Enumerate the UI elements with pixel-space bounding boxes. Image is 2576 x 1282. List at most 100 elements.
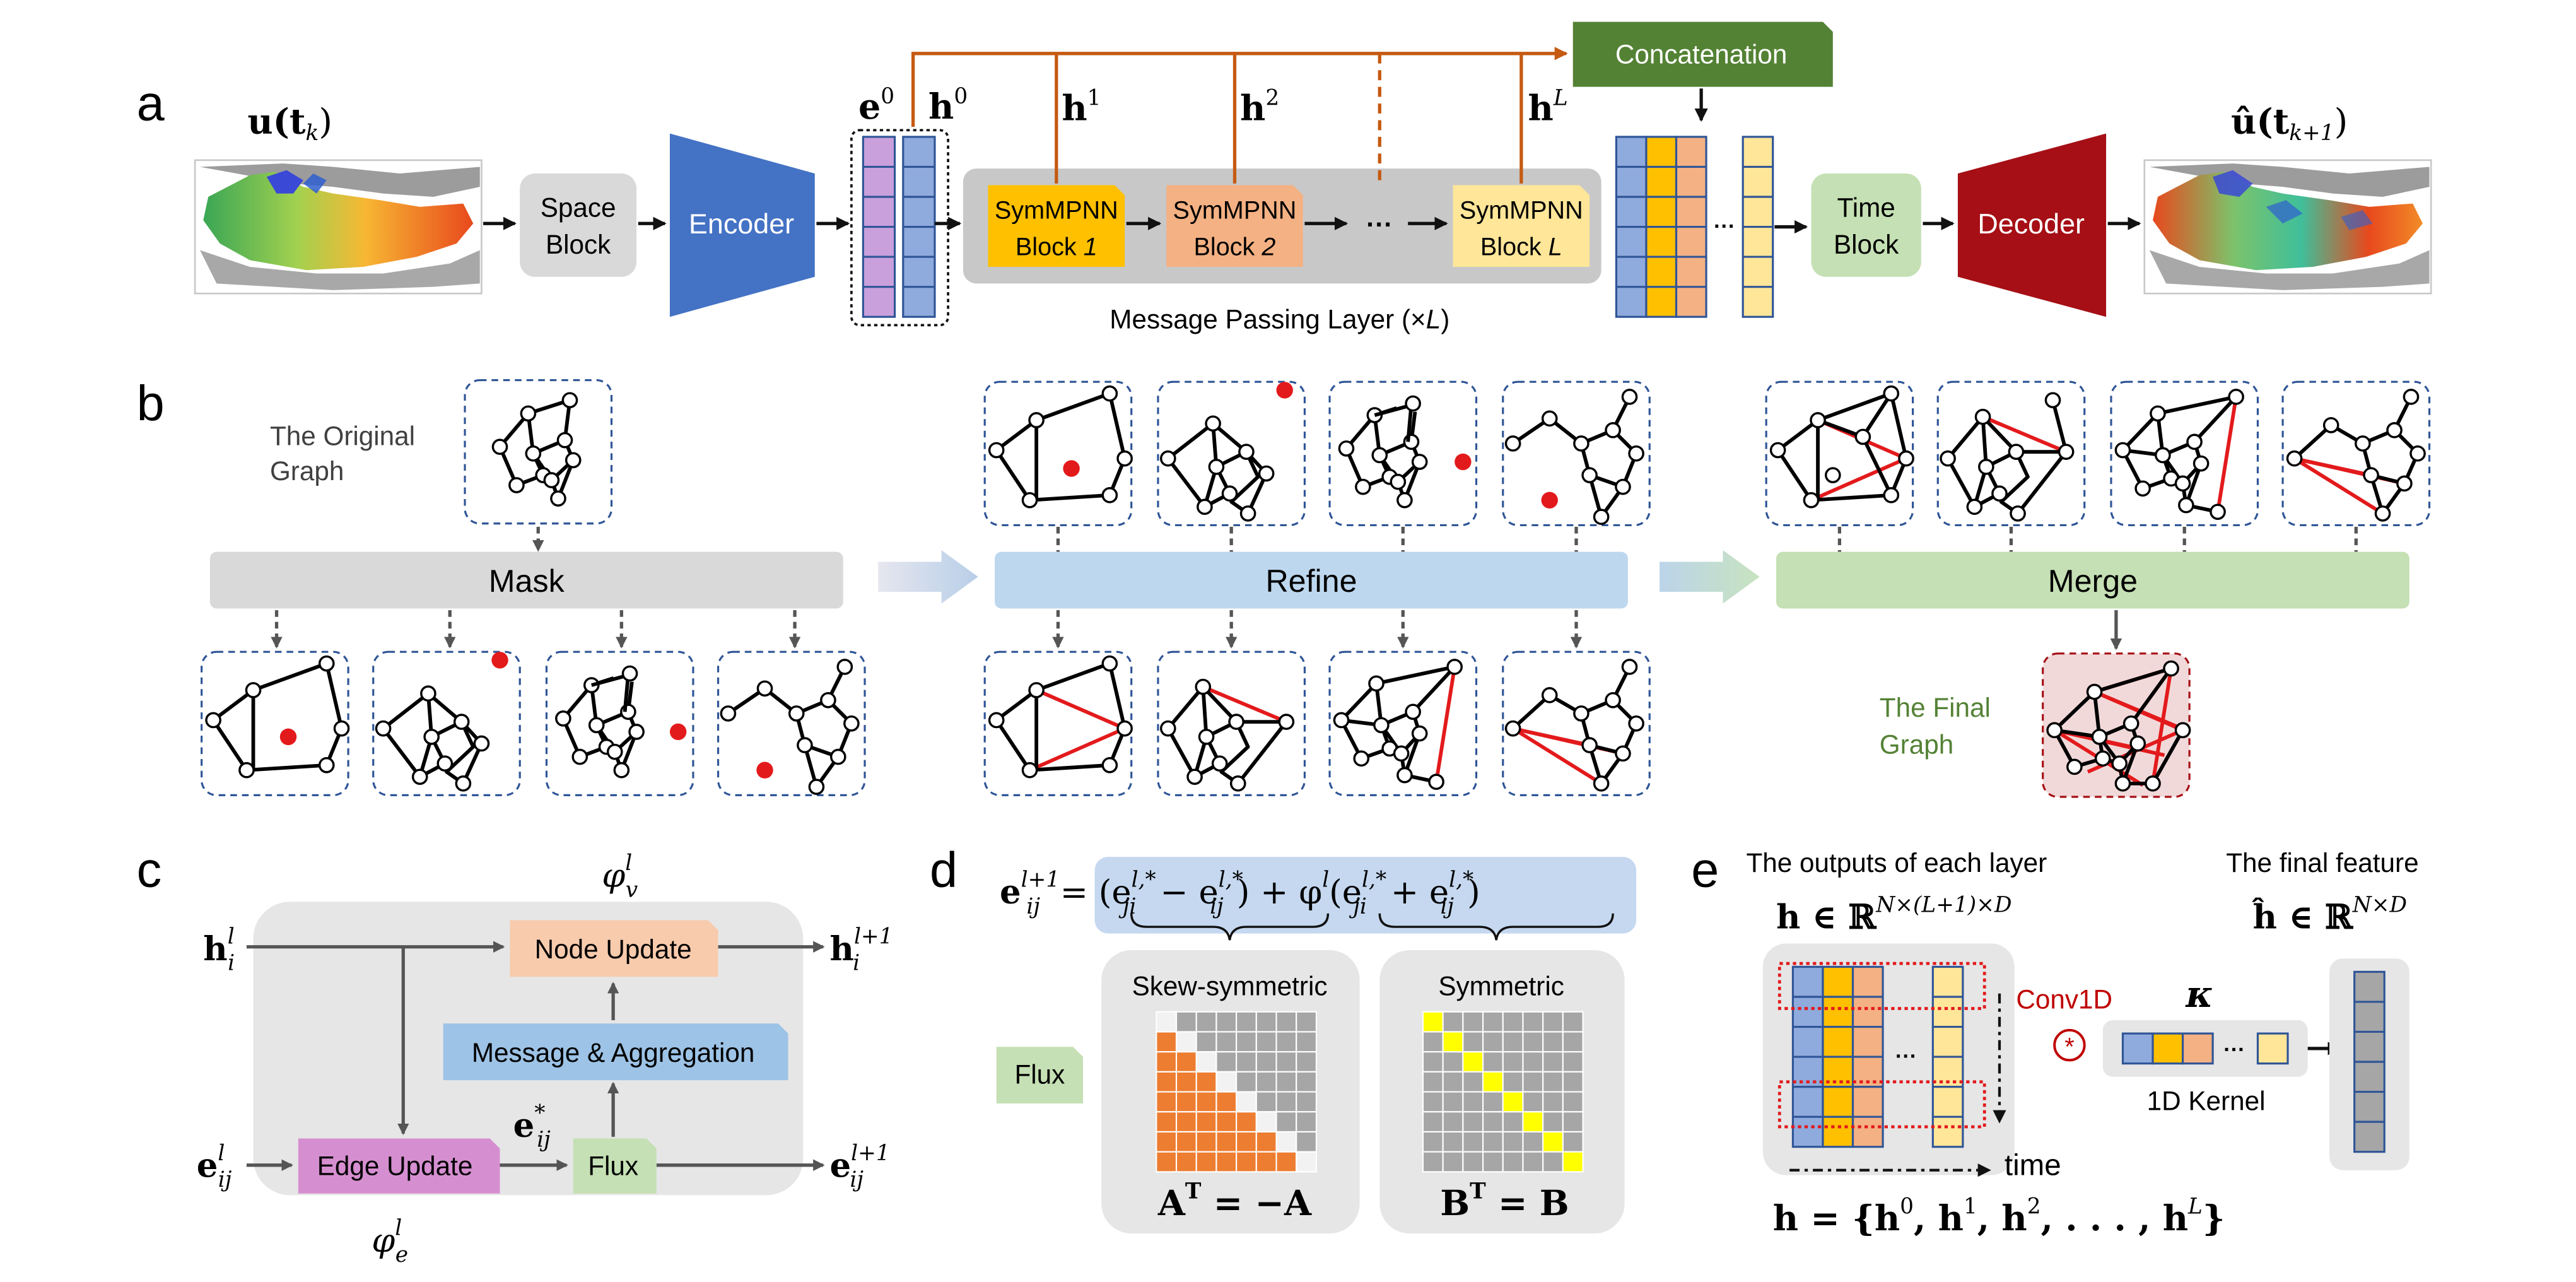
matrix-cell (1422, 1131, 1444, 1153)
mp-layer-caption: Message Passing Layer (×L) (1109, 305, 1449, 334)
time-block-line1: Time (1837, 193, 1895, 223)
matrix-cell (1462, 1011, 1484, 1033)
matrix-cell (1462, 1111, 1484, 1133)
merge-bar (1776, 551, 2409, 609)
matrix-cell (1275, 1011, 1297, 1033)
matrix-cell (1215, 1091, 1238, 1113)
block1-line2: Block 1 (1016, 233, 1098, 261)
masked-graph-3 (545, 650, 694, 796)
mask-to-refine-arrow (878, 550, 978, 604)
concatenation-label: Concatenation (1615, 40, 1787, 69)
matrix-cell (1422, 1111, 1444, 1133)
matrix-cell (1275, 1151, 1297, 1173)
message-aggregation-label: Message & Aggregation (472, 1038, 755, 1067)
conv1d-label: Conv1D (2016, 984, 2112, 1014)
matrix-cell (1562, 1011, 1584, 1033)
matrix-cell (1156, 1111, 1178, 1133)
matrix-cell (1215, 1051, 1238, 1073)
kernel-label: 1D Kernel (2147, 1086, 2266, 1116)
matrix-cell (1236, 1131, 1257, 1153)
matrix-cell (1296, 1051, 1317, 1073)
matrix-cell (1462, 1151, 1484, 1173)
matrix-cell (1422, 1051, 1444, 1073)
time-block-line2: Block (1834, 230, 1899, 259)
block2-line1: SymMPNN (1173, 196, 1297, 224)
space-block-line1: Space (541, 193, 616, 223)
matrix-cell (1442, 1011, 1464, 1033)
matrix-cell (1422, 1031, 1444, 1053)
matrix-cell (1562, 1131, 1584, 1153)
refine-bar (995, 551, 1628, 609)
decoder-label: Decoder (1977, 208, 2085, 240)
panel-label-a: a (137, 74, 165, 131)
matrix-cell (1156, 1031, 1178, 1053)
matrix-cell (1442, 1031, 1464, 1053)
matrix-cell (1296, 1111, 1317, 1133)
matrix-cell (1255, 1091, 1277, 1113)
hL-label: hL (1528, 86, 1568, 129)
matrix-cell (1296, 1091, 1317, 1113)
matrix-cell (1542, 1071, 1564, 1093)
matrix-cell (1275, 1091, 1297, 1113)
matrix-cell (1422, 1151, 1444, 1173)
matrix-cell (1562, 1051, 1584, 1073)
matrix-cell (1502, 1151, 1524, 1173)
h0-label: h0 (928, 84, 968, 127)
matrix-cell (1296, 1011, 1317, 1033)
matrix-cell (1562, 1031, 1584, 1053)
matrix-cell (1502, 1111, 1524, 1133)
conv-operator: * (2064, 1033, 2074, 1061)
matrix-cell (1156, 1131, 1178, 1153)
matrix-cell (1482, 1111, 1504, 1133)
matrix-cell (1442, 1051, 1464, 1073)
skew-symmetric-label: Skew-symmetric (1132, 971, 1328, 1001)
masked-graph-4 (717, 650, 866, 796)
matrix-cell (1542, 1091, 1564, 1113)
matrix-cell (1255, 1011, 1277, 1033)
matrix-cell (1255, 1131, 1277, 1153)
matrix-cell (1522, 1071, 1544, 1093)
matrix-cell (1522, 1091, 1544, 1113)
mask-bar (209, 551, 843, 609)
kernel-ellipsis: ··· (2223, 1038, 2245, 1062)
merge-label: Merge (2048, 563, 2138, 599)
matrix-cell (1482, 1011, 1504, 1033)
refined-graph-4 (1502, 650, 1651, 796)
skew-equation: AT = −A (1157, 1179, 1312, 1224)
matrix-cell (1482, 1131, 1504, 1153)
matrix-cell (1236, 1051, 1257, 1073)
block2-line2: Block 2 (1194, 233, 1276, 261)
merge-input-graph-2 (1936, 380, 2086, 526)
e0-label: e0 (858, 84, 894, 127)
matrix-cell (1502, 1131, 1524, 1153)
matrix-cell (1442, 1071, 1464, 1093)
matrix-cell (1175, 1091, 1197, 1113)
matrix-cell (1482, 1051, 1504, 1073)
matrix-cell (1275, 1071, 1297, 1093)
matrix-cell (1562, 1071, 1584, 1093)
blockL-line2: Block L (1480, 233, 1562, 261)
time-axis-label: time (2005, 1149, 2061, 1182)
flux-label: Flux (588, 1151, 638, 1181)
refine-input-graph-4 (1502, 380, 1651, 526)
node-update-label: Node Update (535, 934, 692, 964)
h-set-equation: h = {h0, h1, h2, . . . , hL} (1773, 1194, 2225, 1238)
flux-box (573, 1138, 657, 1194)
matrix-cell (1215, 1071, 1238, 1093)
matrix-cell (1522, 1011, 1544, 1033)
refined-graph-3 (1328, 650, 1478, 796)
space-block-line2: Block (546, 230, 611, 259)
matrix-cell (1462, 1031, 1484, 1053)
matrix-cell (1215, 1031, 1238, 1053)
symmetric-matrix (1422, 1011, 1584, 1173)
refine-label: Refine (1265, 563, 1357, 599)
matrix-cell (1195, 1071, 1217, 1093)
outputs-title: The outputs of each layer (1746, 848, 2047, 878)
refined-graph-1 (983, 650, 1133, 796)
matrix-cell (1195, 1051, 1217, 1073)
symmetric-label: Symmetric (1438, 971, 1564, 1001)
